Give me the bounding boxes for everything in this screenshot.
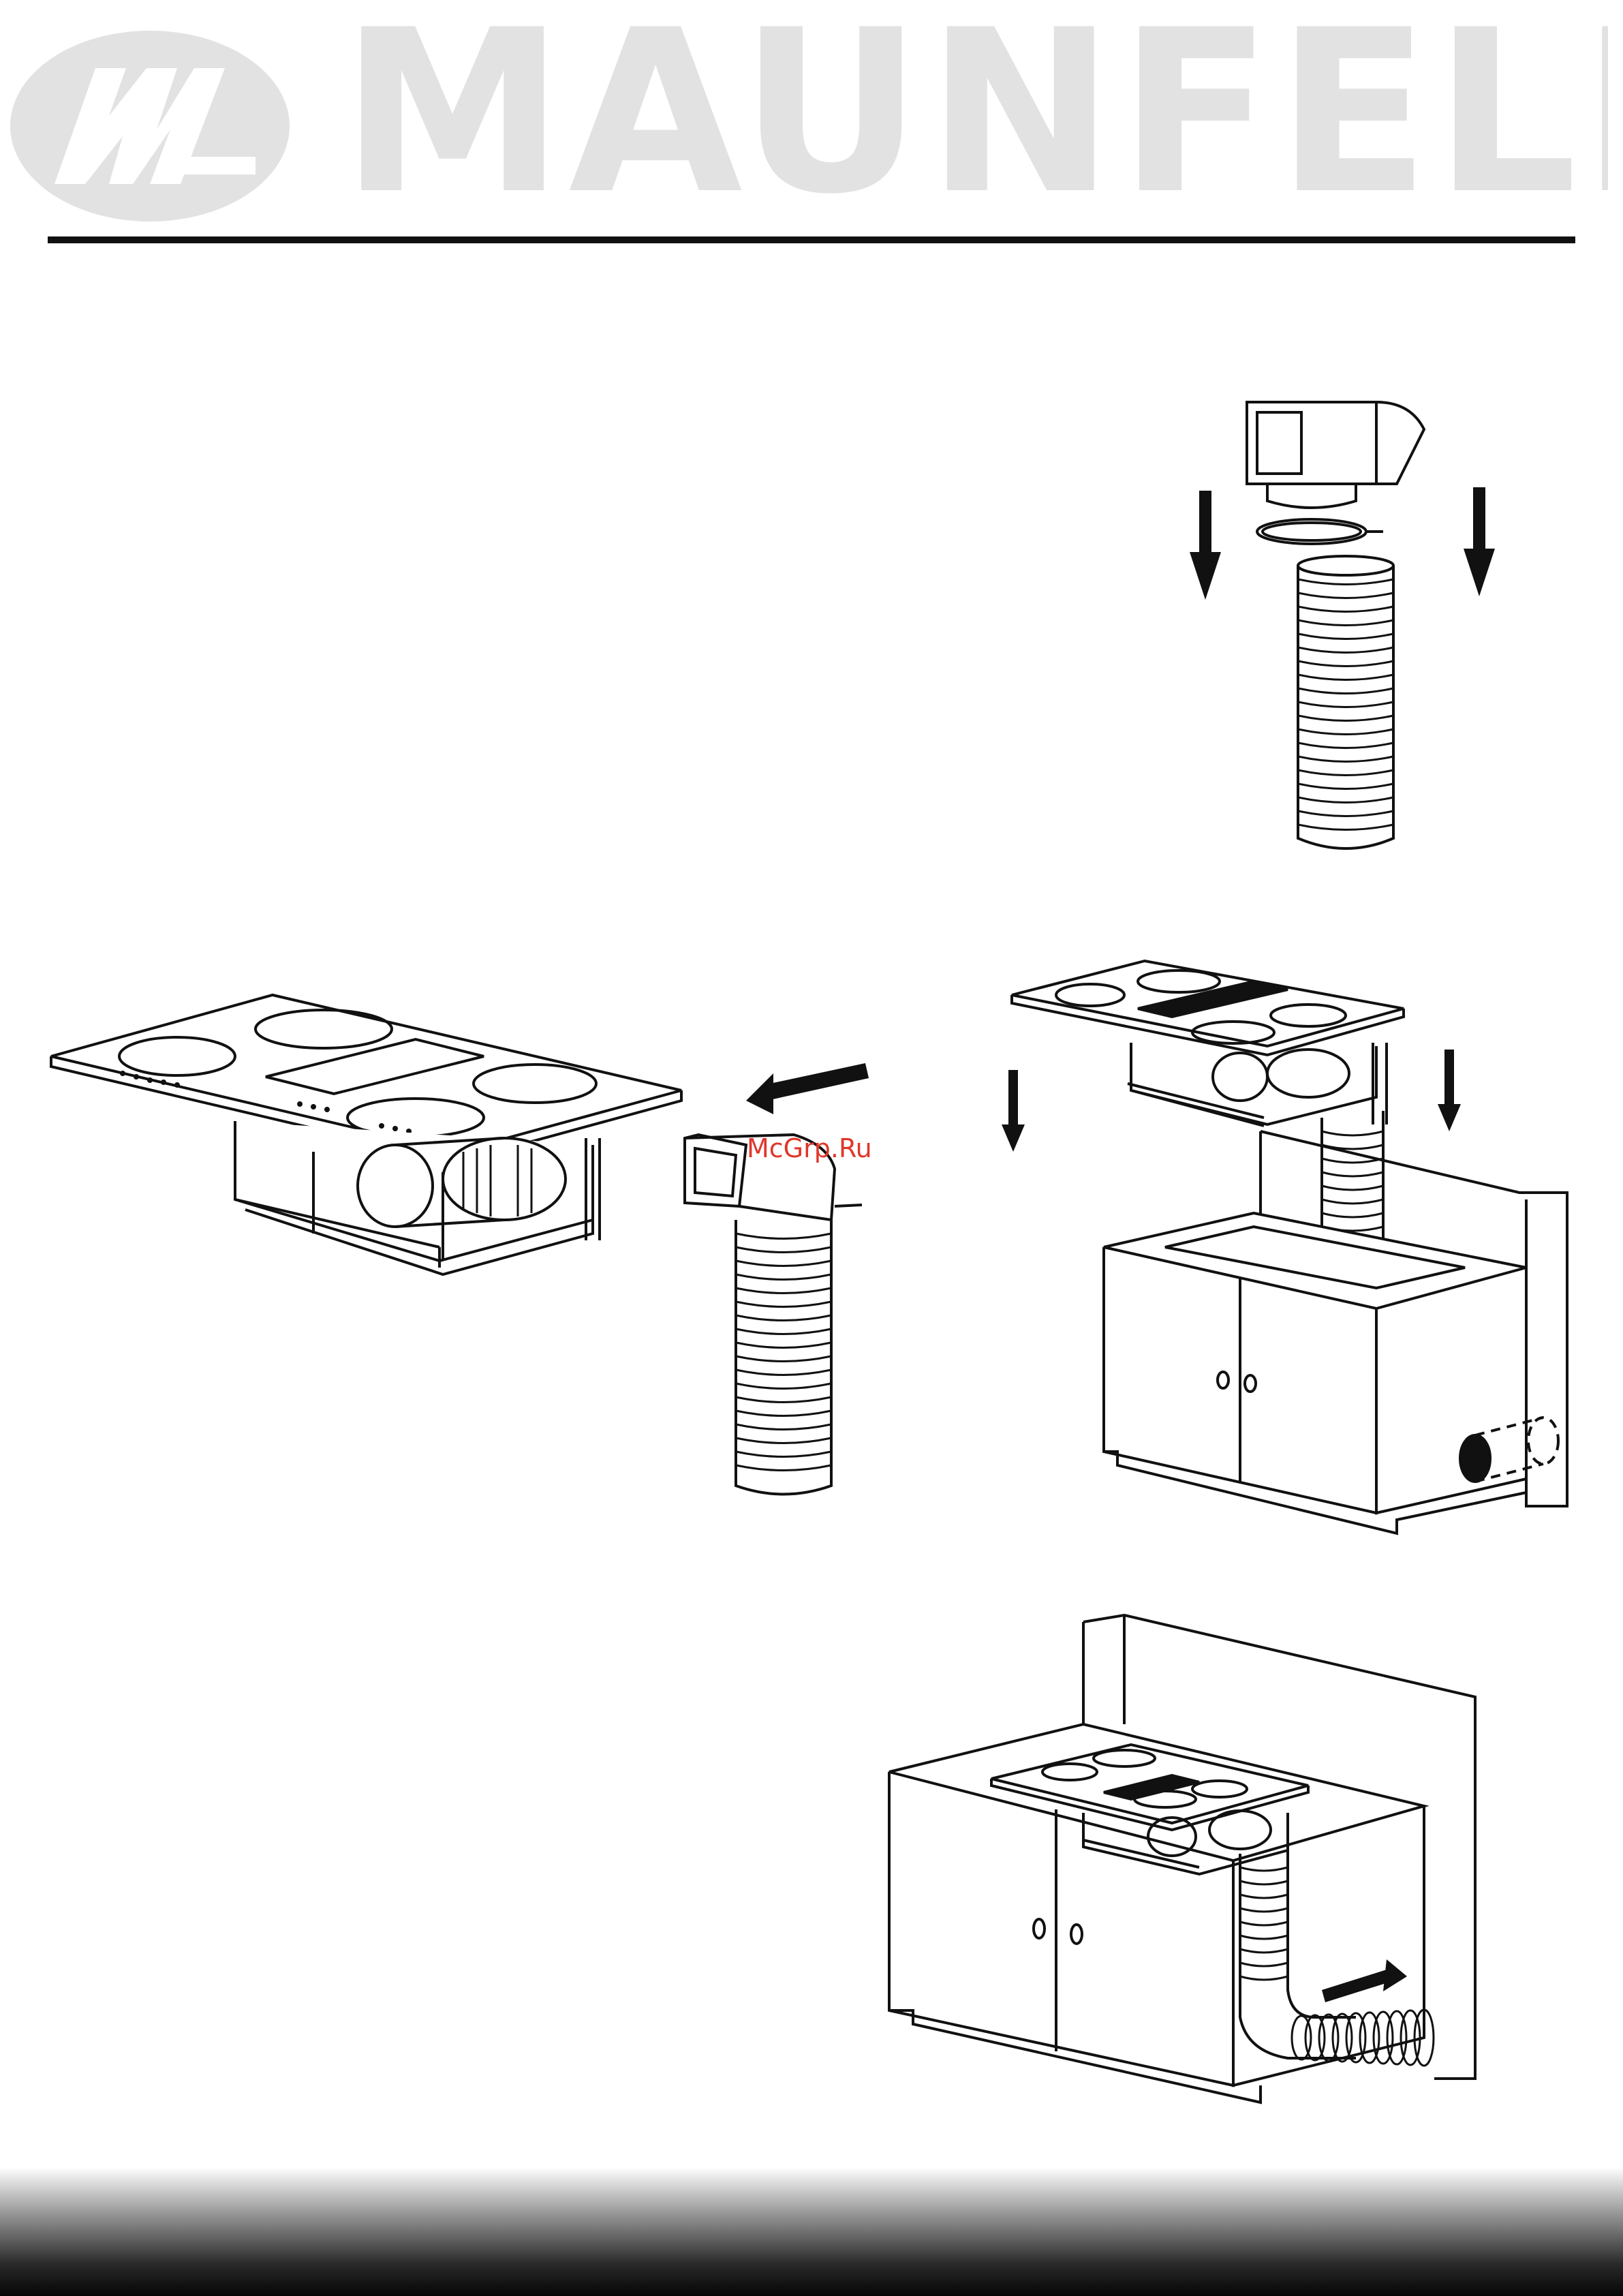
header-divider (48, 236, 1575, 243)
hob-fan-unit-figure (41, 975, 688, 1302)
page-header: ML MAUNFELD (0, 0, 1623, 245)
duct-assembly-figure (1172, 388, 1513, 866)
brand-name: MAUNFELD (341, 7, 1608, 218)
cabinet-install-figure (995, 947, 1594, 1547)
installed-hob-figure (879, 1608, 1492, 2140)
watermark: McGrp.Ru (747, 1131, 910, 1165)
adapter-duct-figure (671, 1050, 882, 1506)
footer-band (0, 2167, 1623, 2296)
maunfeld-logo-icon: ML (7, 27, 293, 225)
